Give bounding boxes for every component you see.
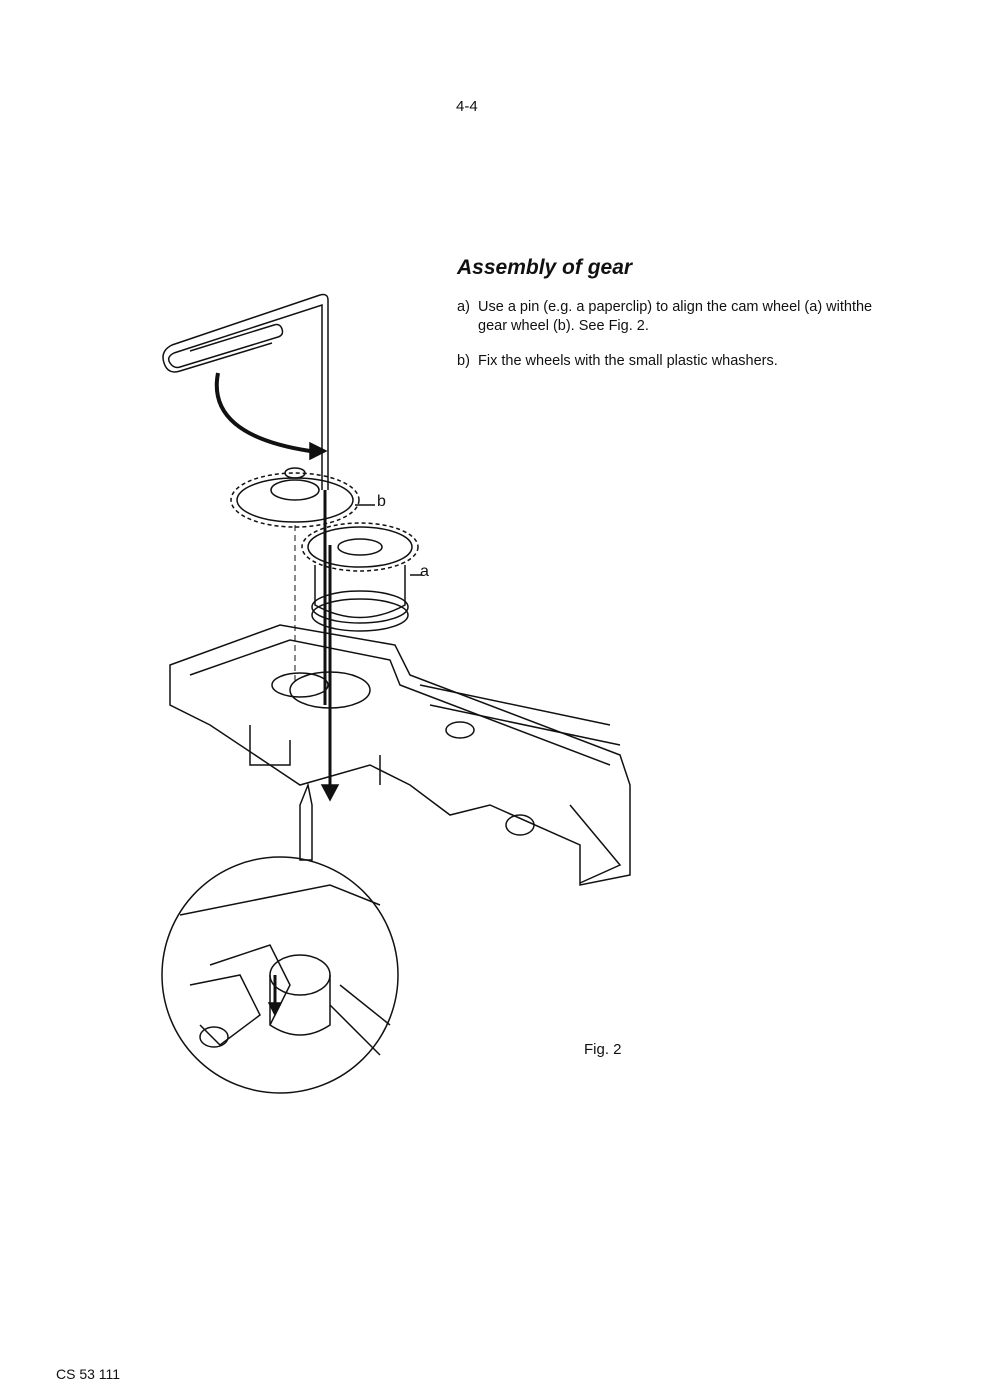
gear-assembly-illustration <box>161 293 631 1094</box>
detail-arrow-icon <box>299 782 313 861</box>
chassis-frame-icon <box>169 624 631 886</box>
step-a: a) Use a pin (e.g. a paperclip) to align… <box>457 298 878 336</box>
paperclip-icon <box>162 293 329 705</box>
step-b-marker: b) <box>457 353 470 369</box>
step-a-text: Use a pin (e.g. a paperclip) to align th… <box>478 299 873 334</box>
step-b: b) Fix the wheels with the small plastic… <box>457 352 878 371</box>
label-a: a <box>420 563 429 580</box>
step-a-marker: a) <box>457 299 470 315</box>
cam-wheel-a-icon <box>301 522 422 632</box>
page-number: 4-4 <box>456 98 478 115</box>
detail-magnifier-icon <box>161 856 399 1094</box>
section-title: Assembly of gear <box>457 256 633 279</box>
step-b-text: Fix the wheels with the small plastic wh… <box>478 353 778 369</box>
curved-arrow-icon <box>214 372 311 453</box>
label-b: b <box>377 493 386 510</box>
gear-wheel-b-icon <box>230 467 375 528</box>
down-arrow-icon <box>320 784 340 802</box>
document-code: CS 53 111 <box>56 1366 121 1382</box>
arrowhead-icon <box>309 441 328 461</box>
figure-caption: Fig. 2 <box>584 1041 622 1058</box>
